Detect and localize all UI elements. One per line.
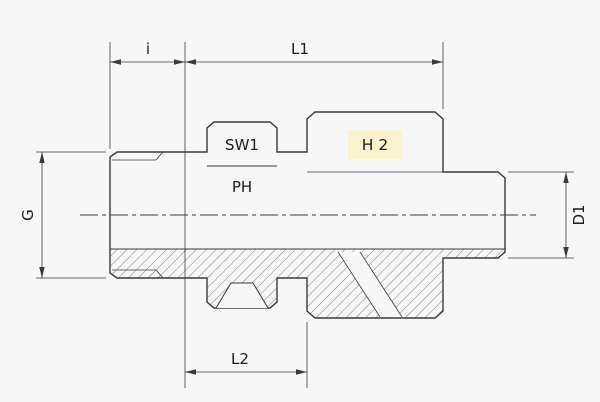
arrow-g-bottom	[39, 267, 45, 278]
arrow-l1-right	[432, 59, 443, 65]
arrowheads	[39, 59, 569, 375]
cone-band-left-edge	[337, 251, 381, 318]
cone-band	[338, 252, 402, 317]
label-dim-g: G	[19, 209, 37, 221]
label-h2: H 2	[362, 136, 388, 154]
part-outline	[109, 111, 506, 319]
arrow-l1-left	[185, 59, 196, 65]
arrow-i-left	[110, 59, 121, 65]
thread-runout-top	[155, 151, 164, 161]
label-dim-l1: L1	[291, 40, 309, 58]
stud-relief-notch	[215, 282, 269, 309]
dimension-g	[36, 151, 106, 279]
arrow-d1-bottom	[563, 247, 569, 258]
h2-highlight	[348, 130, 402, 159]
arrow-g-top	[39, 152, 45, 163]
arrow-l2-right	[296, 369, 307, 375]
dimension-top	[109, 42, 444, 388]
drawing-lines: i L1 SW1 PH H 2 G D1 L2	[19, 40, 588, 388]
label-ph: PH	[232, 178, 252, 196]
dimension-l2	[185, 322, 308, 388]
label-dim-d1: D1	[570, 204, 588, 225]
thread-runout-bottom	[155, 269, 164, 279]
label-sw1: SW1	[225, 136, 259, 154]
label-dim-l2: L2	[231, 350, 249, 368]
arrow-l2-left	[185, 369, 196, 375]
dimension-d1	[508, 171, 574, 259]
arrow-d1-top	[563, 172, 569, 183]
arrow-i-right	[174, 59, 185, 65]
cone-band-right-edge	[359, 251, 403, 318]
label-dim-i: i	[146, 40, 150, 58]
part-silhouette	[109, 111, 506, 319]
labels: i L1 SW1 PH H 2 G D1 L2	[19, 40, 588, 368]
